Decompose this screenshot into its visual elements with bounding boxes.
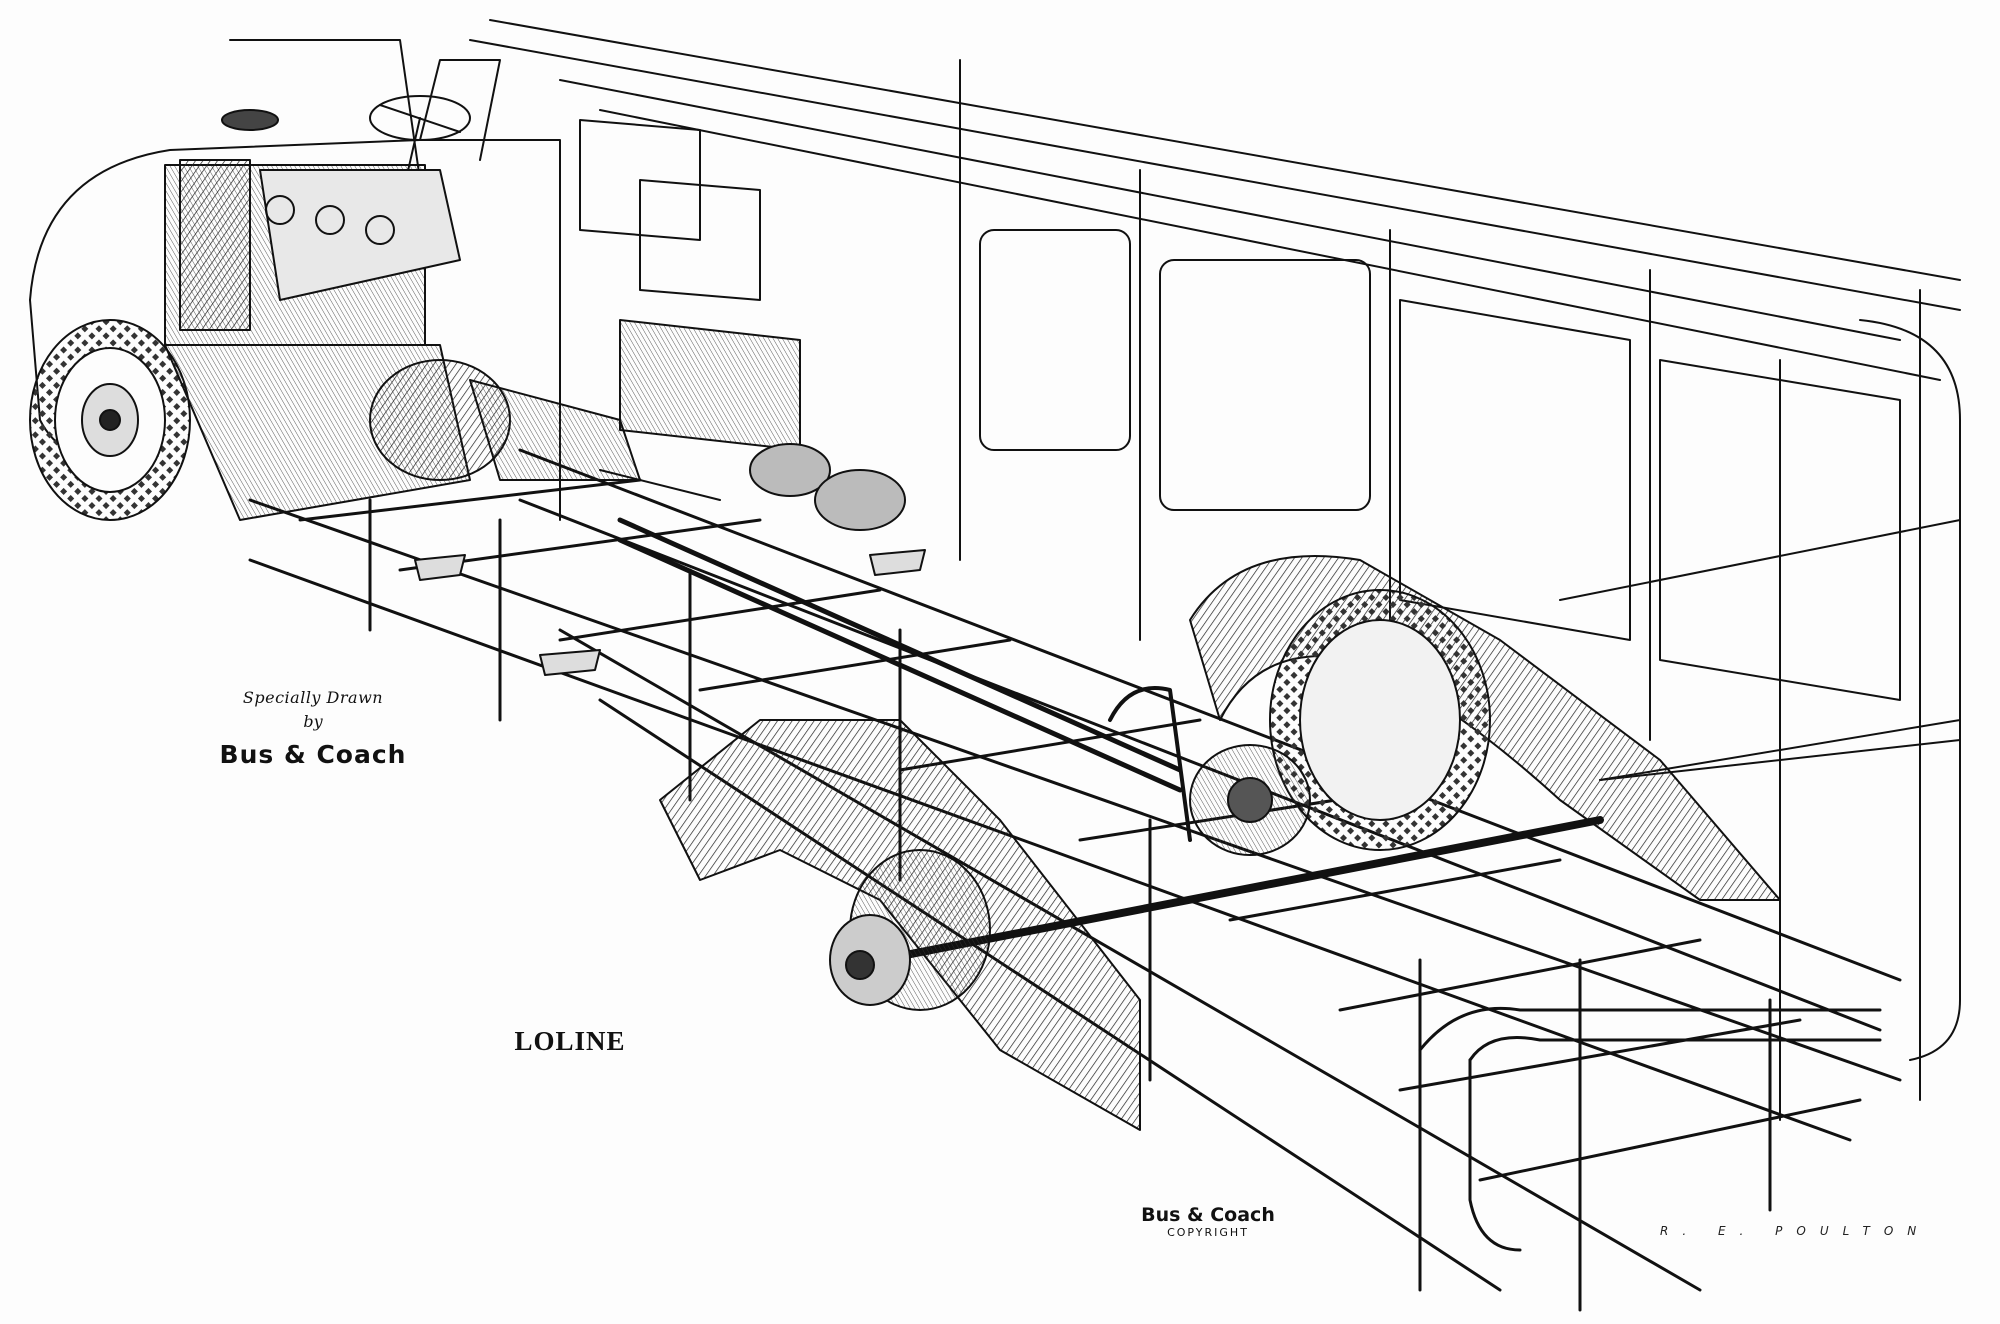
exhaust-pipe xyxy=(1108,686,1192,842)
staircase-boxes xyxy=(579,119,801,451)
copyright-word: COPYRIGHT xyxy=(1167,1226,1249,1239)
copyright-publisher: Bus & Coach xyxy=(1141,1204,1275,1226)
rear-wheel xyxy=(1269,589,1491,851)
gearbox xyxy=(369,359,721,501)
chassis-frame xyxy=(248,448,1902,1312)
gusset-plates xyxy=(414,549,926,676)
rear-hub xyxy=(829,849,991,1011)
model-name: LOLINE xyxy=(514,1026,626,1056)
front-wheel xyxy=(29,319,191,521)
body-side-frame xyxy=(469,19,1961,1121)
credit-line: Specially Drawn xyxy=(242,688,384,707)
credit-publisher: Bus & Coach xyxy=(219,740,407,769)
rear-axle xyxy=(876,744,1604,964)
propeller-shaft xyxy=(617,517,1183,793)
credit-by: by xyxy=(303,712,323,731)
artist-signature: R. E. POULTON xyxy=(1660,1224,1931,1238)
servo-cylinders xyxy=(749,443,906,531)
rear-body-corner xyxy=(1418,1006,1882,1252)
engine xyxy=(164,109,471,521)
